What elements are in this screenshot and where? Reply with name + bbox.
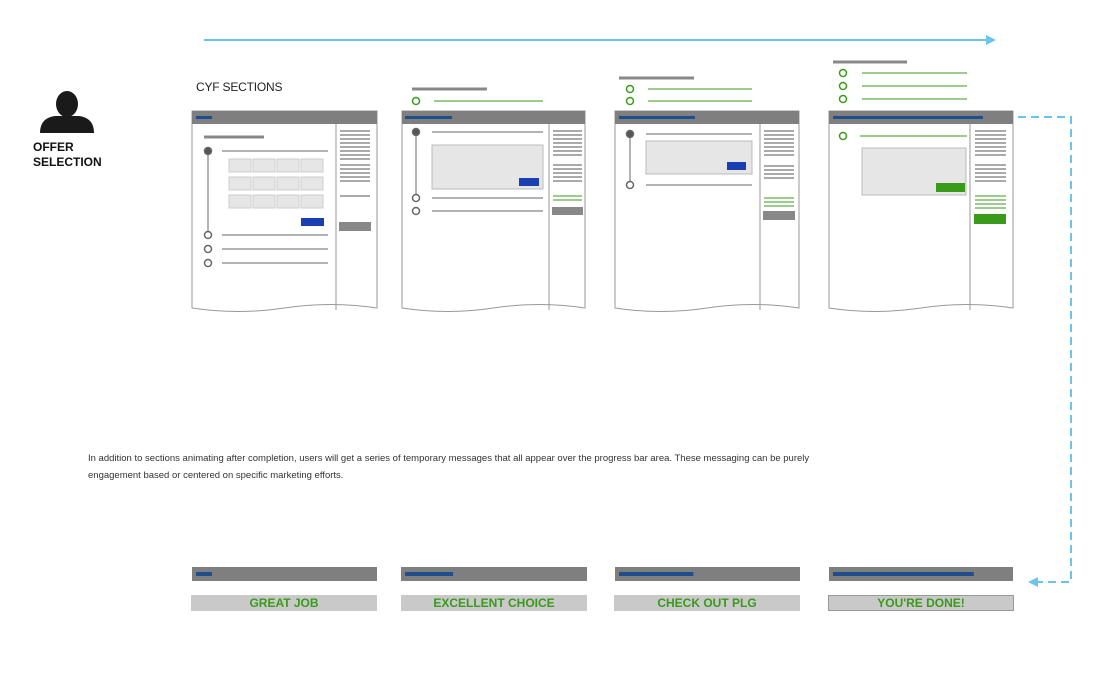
message-bar-3 [615,567,800,581]
message-bar-1 [192,567,377,581]
message-label-2: EXCELLENT CHOICE [401,595,587,611]
progress-bar [619,116,695,119]
section-title: CYF SECTIONS [196,80,283,94]
step-icon [625,180,635,190]
message-label-4: YOU'RE DONE! [828,595,1014,611]
offer-option-tile [300,176,324,191]
sidebar-badge [552,207,583,215]
step-icon [625,129,635,139]
message-progress-fill [833,572,974,576]
message-bar-background [192,567,377,581]
offer-option-tile [300,158,324,173]
person-icon [40,91,94,133]
sidebar-complete-badge [974,214,1006,224]
message-bar-background [401,567,587,581]
continue-button [301,218,324,226]
message-label-1: GREAT JOB [191,595,377,611]
wireframe-page [191,110,378,312]
step-icon [411,193,421,203]
message-bar-background [615,567,800,581]
continue-button [727,162,746,170]
offer-option-tile [228,158,252,173]
step-complete-icon [838,94,848,104]
message-bar-2 [401,567,587,581]
wireframe-2 [401,87,586,312]
content-panel [431,144,544,190]
step-icon [203,258,213,268]
message-label-3: CHECK OUT PLG [614,595,800,611]
wireframe-4 [828,60,1014,312]
offer-label-line1: OFFER [33,140,74,154]
offer-selection-label: OFFER SELECTION [33,140,102,170]
offer-label-line2: SELECTION [33,155,102,169]
wireframe-header-bar [402,111,585,124]
return-flow-arrow [1018,116,1072,587]
step-icon [411,206,421,216]
step-complete-icon [838,68,848,78]
offer-option-tile [228,194,252,209]
message-progress-fill [405,572,454,576]
sidebar-badge [339,222,371,231]
message-bar-4 [829,567,1013,581]
step-icon [203,146,213,156]
step-icon [411,127,421,137]
step-icon [203,230,213,240]
progress-bar [196,116,212,119]
message-progress-fill [619,572,694,576]
offer-option-tile [276,194,300,209]
step-complete-icon [411,96,421,106]
wireframe-3 [614,76,800,312]
wireframe-1 [191,110,378,312]
continue-button [519,178,539,186]
sidebar-badge [763,211,795,220]
wireframe-header-bar [192,111,377,124]
offer-option-tile [300,194,324,209]
step-complete-icon [838,81,848,91]
offer-option-tile [252,176,276,191]
step-complete-icon [625,84,635,94]
finish-button [936,183,965,192]
step-complete-icon [838,131,848,141]
offer-option-tile [276,176,300,191]
progress-bar [405,116,452,119]
offer-option-tile [228,176,252,191]
progress-bar [833,116,983,119]
wireframe-header-bar [615,111,799,124]
offer-option-tile [276,158,300,173]
message-progress-fill [196,572,212,576]
step-complete-icon [625,96,635,106]
step-icon [203,244,213,254]
offer-option-tile [252,158,276,173]
offer-option-tile [252,194,276,209]
description-text: In addition to sections animating after … [88,453,810,481]
wireframe-page [828,110,1014,312]
